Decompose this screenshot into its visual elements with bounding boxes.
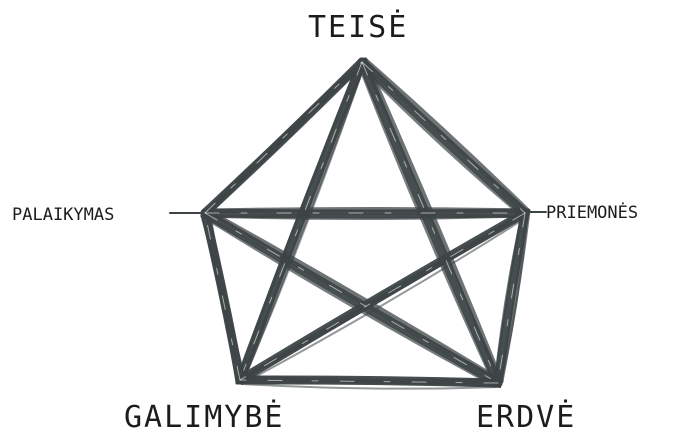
pentagon-edge-right-bottom — [501, 211, 528, 381]
label-teise: TEISĖ — [308, 10, 408, 45]
star-line-left-to-right — [208, 210, 528, 212]
label-galimybe: GALIMYBĖ — [124, 400, 285, 434]
label-priemones: PRIEMONĖS — [546, 203, 638, 223]
pentagon-edge-left-bottom — [202, 216, 237, 383]
label-erdve: ERDVĖ — [476, 400, 576, 434]
label-palaikymas: PALAIKYMAS — [12, 205, 114, 225]
